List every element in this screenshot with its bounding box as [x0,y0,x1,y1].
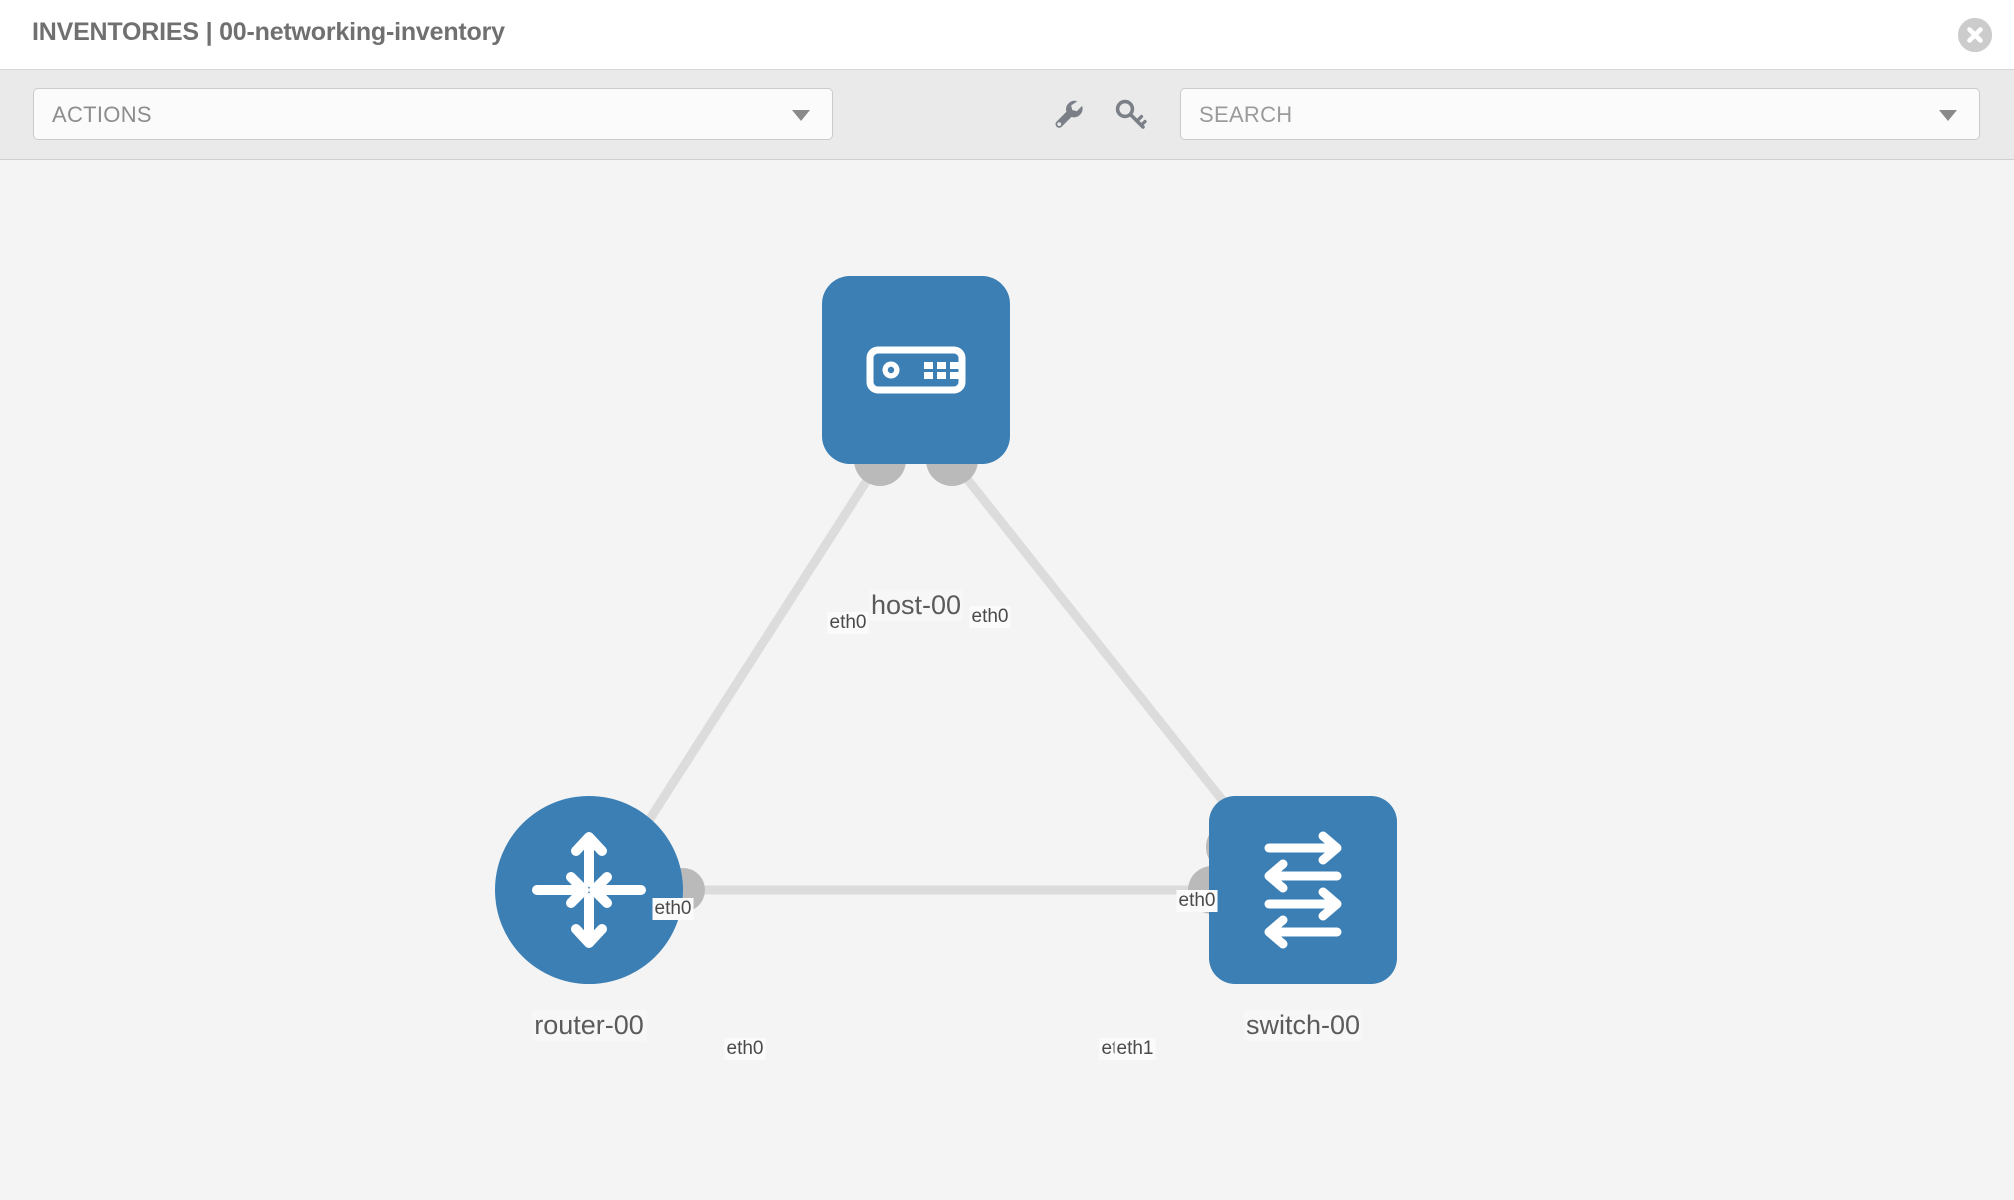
chevron-down-icon [792,110,810,121]
wrench-button[interactable] [1048,94,1088,134]
link-host-switch[interactable] [948,457,1266,853]
iface-label-router-upper: eth0 [652,898,694,920]
page-title: INVENTORIES | 00-networking-inventory [32,18,505,46]
node-label-router-00: router-00 [532,1010,646,1041]
search-input[interactable]: SEARCH [1180,88,1980,140]
key-icon [1115,99,1147,129]
iface-label-host-right: eth0 [969,606,1011,628]
toolbar: ACTIONS SEARCH [0,70,2014,160]
topology-connectors [661,434,1258,914]
search-placeholder: SEARCH [1199,102,1293,127]
topology-graph [495,276,1397,984]
node-router-00[interactable] [495,796,683,984]
topology-canvas[interactable]: host-00 router-00 switch-00 eth0 eth0 et… [0,160,2014,1200]
node-switch-00[interactable] [1209,796,1397,984]
close-button[interactable] [1958,18,1992,52]
topology-links [626,457,1266,895]
node-label-switch-00: switch-00 [1243,1010,1363,1041]
wrench-icon [1055,100,1083,128]
page-header: INVENTORIES | 00-networking-inventory [0,0,2014,70]
close-icon [1958,18,1992,52]
node-label-host-00: host-00 [868,590,964,621]
iface-label-router-right: eth0 [724,1038,766,1060]
iface-label-switch-upper: eth0 [1176,890,1218,912]
search-chevron-down-icon[interactable] [1939,110,1957,121]
link-host-router[interactable] [626,457,884,853]
iface-label-switch-left: eth1 [1114,1038,1156,1060]
key-button[interactable] [1110,94,1150,134]
iface-label-host-left: eth0 [827,612,869,634]
actions-dropdown[interactable]: ACTIONS [33,88,833,140]
actions-dropdown-label: ACTIONS [52,102,152,127]
node-host-00[interactable] [822,276,1010,464]
